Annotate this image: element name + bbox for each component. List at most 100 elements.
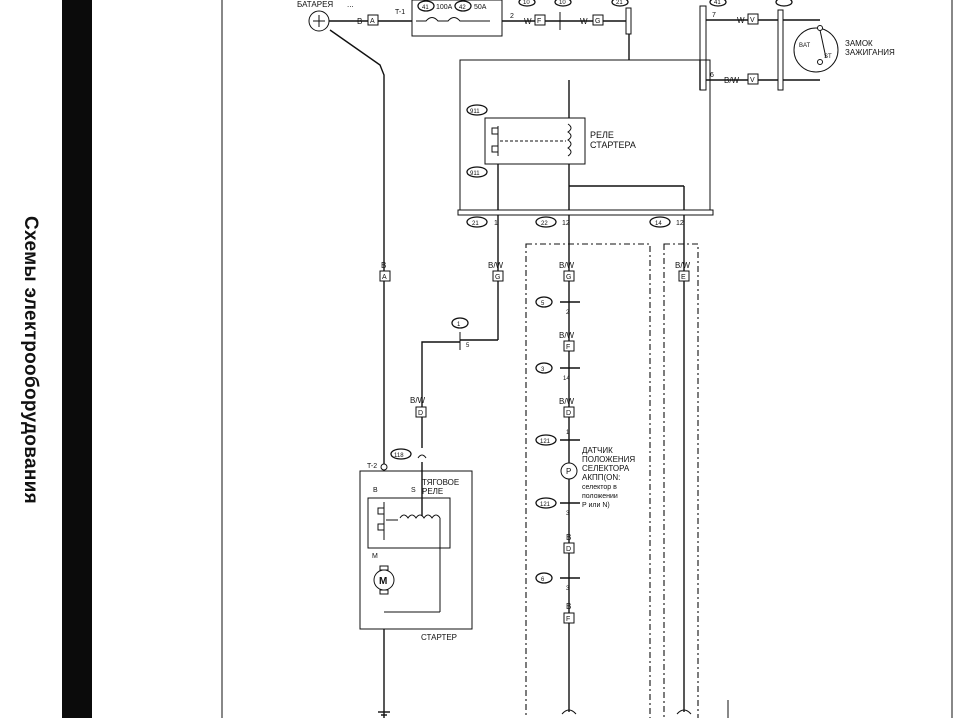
wire-label-b-center-1: B — [566, 533, 571, 542]
battery-label-dots: ... — [347, 0, 354, 9]
wire-label-bw-6: B/W — [675, 261, 691, 270]
starter-motor: M — [373, 565, 395, 595]
starter-relay-label-2: СТАРТЕРА — [590, 140, 636, 150]
connector-121-upper: 121 — [540, 439, 551, 445]
motor-label: M — [379, 576, 387, 587]
ignition-st: ST — [824, 54, 832, 60]
connector-pill-6 — [535, 572, 553, 584]
pin-6-right: 6 — [710, 72, 714, 79]
pin-3-sensor: 3 — [566, 511, 570, 517]
wire-code-box-a-left — [379, 270, 391, 282]
connector-pill-911-upper — [466, 104, 488, 116]
fusible-link-block: 41 100A 42 50A — [411, 0, 503, 37]
connector-pill-121-upper — [535, 434, 557, 446]
wire-code-a-left: A — [382, 274, 387, 281]
connector-41-right: 41 — [714, 0, 721, 6]
starter-unit: T-2 B S M ТЯГОВОЕ РЕЛЕ СТАРТЕР — [359, 463, 473, 642]
sensor-label-1: ДАТЧИК — [582, 446, 613, 455]
wire-label-b-center-2: B — [566, 602, 571, 611]
wire-code-v1: V — [750, 17, 755, 24]
pin-14-c3: 14 — [563, 376, 570, 382]
wire-code-box-f-1 — [563, 340, 575, 352]
connector-21-top: 21 — [616, 0, 623, 6]
pin-3-c6: 3 — [566, 586, 570, 592]
pin-1-sensor: 1 — [566, 430, 570, 436]
t2-label: T-2 — [367, 463, 377, 470]
connector-911-upper: 911 — [470, 109, 480, 115]
wire-code-box-v2 — [747, 73, 759, 85]
wire-code-f-2: F — [566, 616, 570, 623]
sensor-label-4: АКПП(ON: — [582, 473, 620, 482]
battery: БАТАРЕЯ ... — [297, 0, 354, 32]
ground-symbol-left — [378, 711, 390, 716]
connector-pill-1 — [451, 317, 469, 329]
connector-118: 118 — [394, 453, 404, 459]
wire-code-box-e — [678, 270, 690, 282]
wire-label-bw-right: B/W — [724, 76, 740, 85]
wire-code-d-2: D — [566, 410, 571, 417]
wire-code-e: E — [681, 274, 686, 281]
sensor-p-label: P — [566, 467, 571, 476]
fuse-label-100a: 100A — [436, 4, 453, 11]
wire-label-b-left: B — [381, 261, 386, 270]
connector-10-top-2: 10 — [559, 0, 566, 6]
wire-label-bw-5: B/W — [559, 397, 575, 406]
fuse-connector-42: 42 — [459, 5, 466, 11]
connector-21-bottom: 21 — [472, 221, 479, 227]
ignition-bat: BAT — [799, 43, 811, 49]
starter-relay: РЕЛЕ СТАРТЕРА — [484, 117, 636, 165]
sensor-label-3: СЕЛЕКТОРА — [582, 464, 630, 473]
traction-relay-label-2: РЕЛЕ — [422, 487, 443, 496]
side-black-bar — [62, 0, 92, 718]
connector-22: 22 — [541, 221, 548, 227]
wire-code-d-1: D — [418, 410, 423, 417]
wire-label-b-top: B — [357, 17, 362, 26]
connector-bar-top — [625, 7, 632, 35]
wire-code-box-f-top — [534, 14, 546, 26]
wire-label-w3: W — [737, 16, 745, 25]
connector-pill-121-lower — [535, 497, 557, 509]
wire-code-box-g-1 — [492, 270, 504, 282]
wire-bw-to-traction — [421, 341, 460, 448]
selector-position-sensor: P ДАТЧИК ПОЛОЖЕНИЯ СЕЛЕКТОРА АКПП(ON: се… — [560, 446, 635, 509]
connector-pill-3 — [535, 362, 553, 374]
starter-relay-label-1: РЕЛЕ — [590, 130, 614, 140]
wire-code-box-d-2 — [563, 406, 575, 418]
connector-pill-118 — [390, 448, 412, 460]
traction-relay-label-1: ТЯГОВОЕ — [422, 478, 459, 487]
wire-b-battery-to-starter — [329, 29, 385, 718]
wire-code-box-d-1 — [415, 406, 427, 418]
connector-pill-5 — [535, 296, 553, 308]
battery-label: БАТАРЕЯ — [297, 0, 333, 9]
connector-pill-911-lower — [466, 166, 488, 178]
connector-14: 14 — [655, 221, 662, 227]
wire-code-f-1: F — [566, 344, 570, 351]
wire-code-box-d-3 — [563, 542, 575, 554]
connector-pill-ignition — [775, 0, 793, 7]
sensor-label-5: селектор в — [582, 484, 617, 491]
starter-label: СТАРТЕР — [421, 633, 457, 642]
connector-pill-top-1 — [518, 0, 536, 7]
wire-code-d-3: D — [566, 546, 571, 553]
sensor-label-7: P или N) — [582, 502, 610, 509]
wire-code-g-1: G — [495, 274, 500, 281]
wire-label-bw-3: B/W — [559, 261, 575, 270]
wire-code-a-top: A — [370, 18, 375, 25]
connector-pill-22 — [535, 216, 557, 228]
wire-label-bw-2: B/W — [410, 396, 426, 405]
term-b-label: B — [373, 487, 378, 494]
pin-2-c5: 2 — [566, 310, 570, 316]
connector-pill-top-2 — [554, 0, 572, 7]
wire-label-w1: W — [524, 17, 532, 26]
wire-code-box-v1 — [747, 13, 759, 25]
connector-bar-ignition — [777, 9, 784, 91]
wire-code-g-2: G — [566, 274, 571, 281]
t1-label: T-1 — [395, 9, 405, 16]
pin-1-relay: 1 — [494, 220, 498, 227]
harness-dashed-box-right — [663, 243, 699, 718]
connector-pill-14 — [649, 216, 671, 228]
wire-code-box-g-top — [592, 14, 604, 26]
wire-code-g-top: G — [595, 18, 600, 25]
pin-12-right: 12 — [676, 220, 684, 227]
